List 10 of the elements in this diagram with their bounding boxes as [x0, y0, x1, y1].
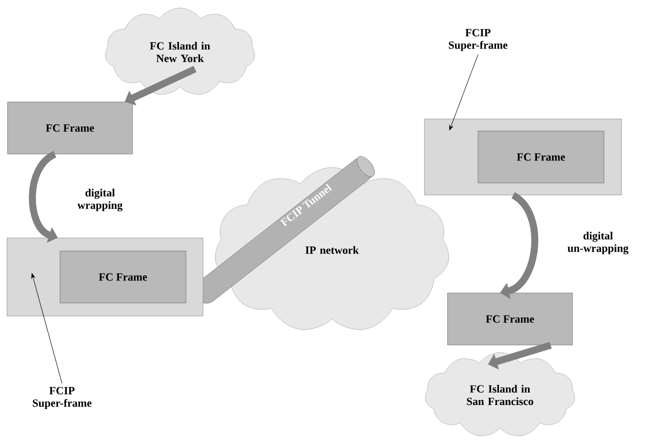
- frame-box: FC Frame: [447, 292, 573, 346]
- leader-line: [449, 54, 478, 130]
- caption-text: FCIP Super-frame: [32, 386, 92, 410]
- frame-box: FC Frame: [60, 250, 186, 304]
- edge-label: digital un-wrapping: [568, 232, 628, 254]
- frame-box: FC Frame: [7, 102, 133, 154]
- edge-label: digital wrapping: [77, 188, 122, 212]
- leader-line: [31, 273, 62, 384]
- caption-text: FCIP Super-frame: [448, 28, 508, 52]
- frame-box: FC Frame: [478, 130, 604, 184]
